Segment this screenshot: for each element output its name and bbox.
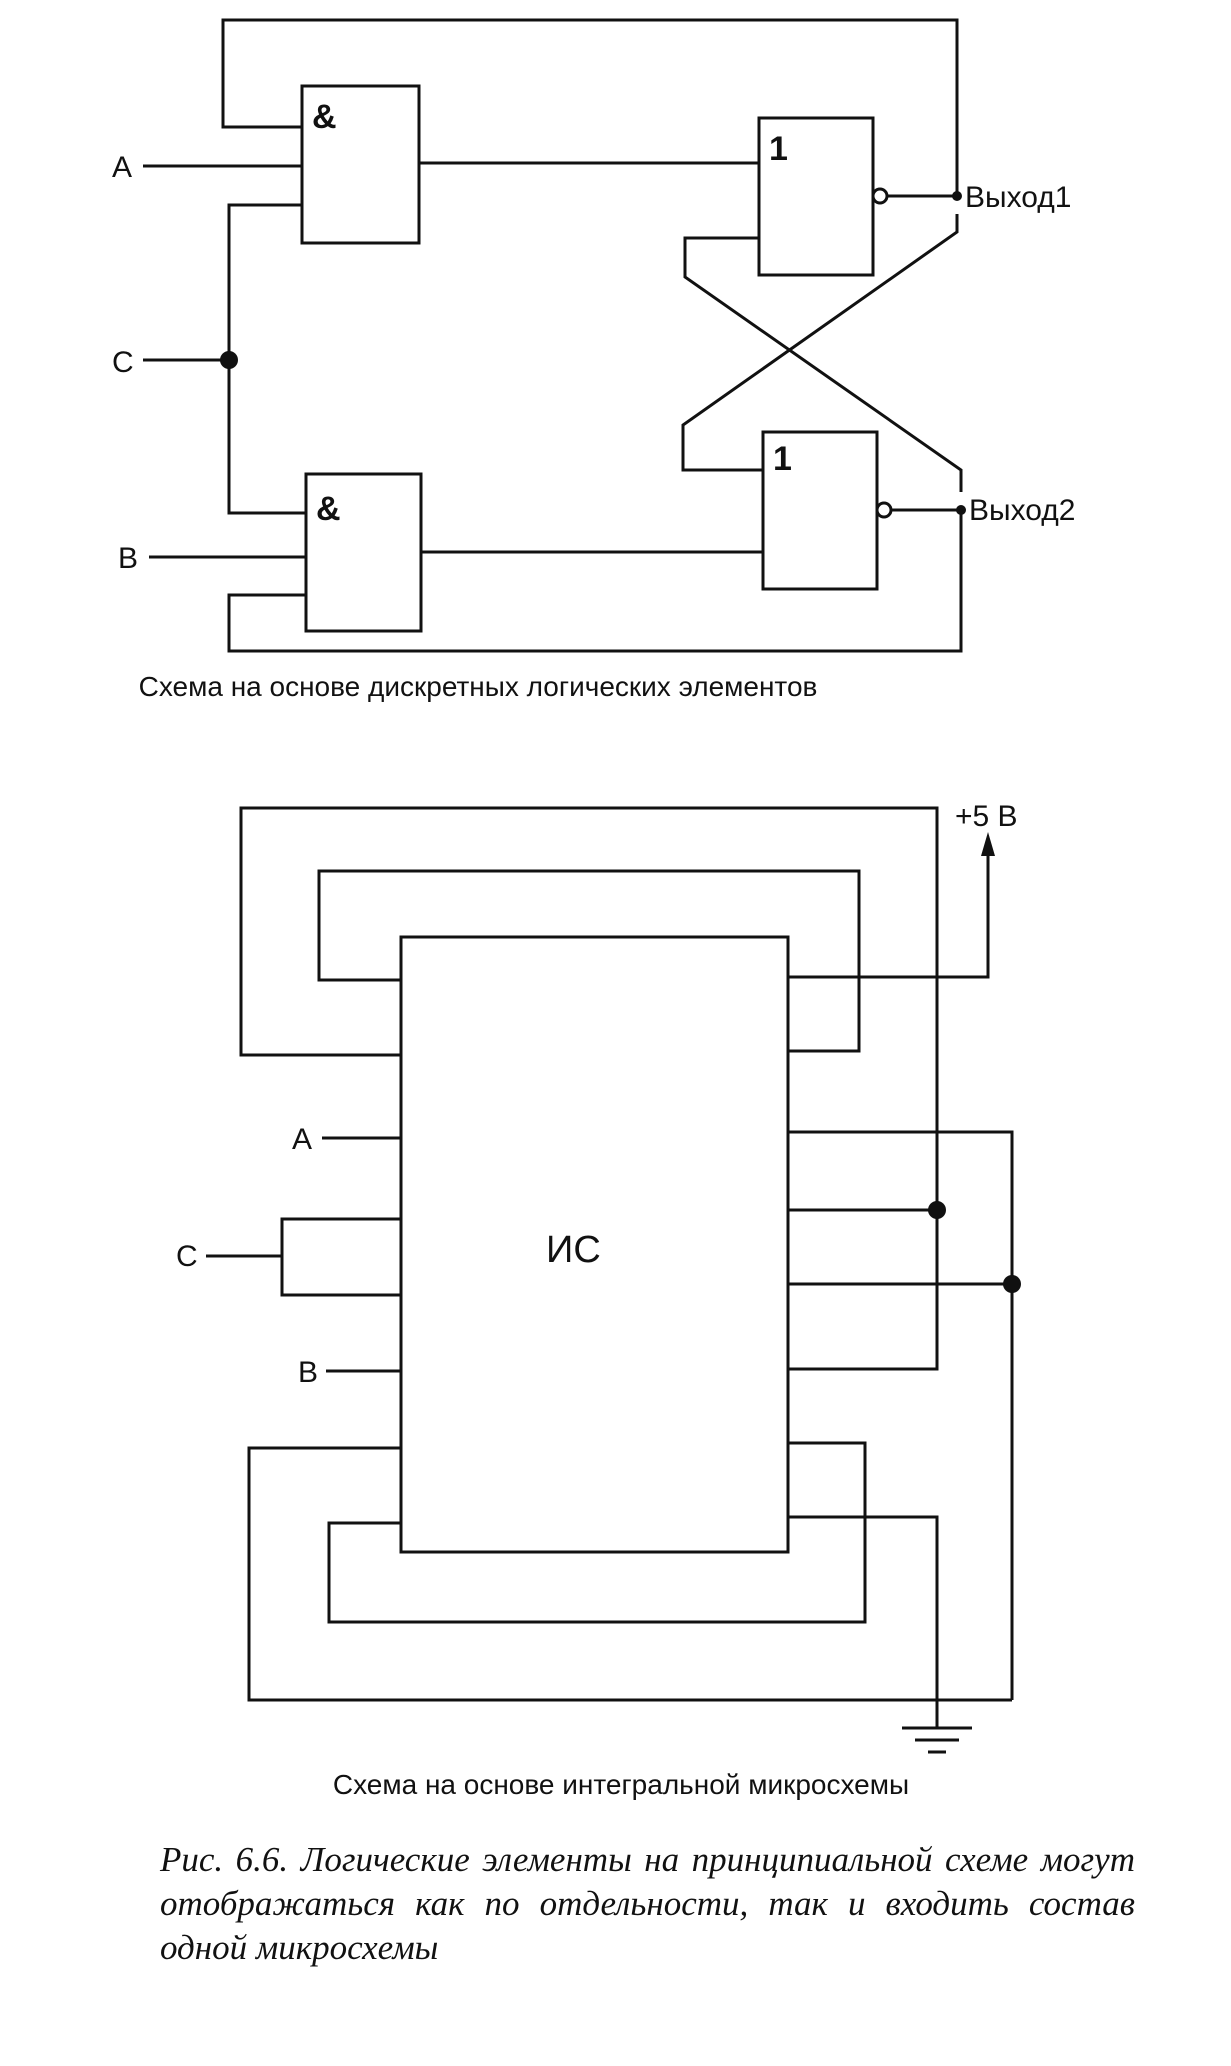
power-arrow-icon: [981, 832, 995, 856]
clock-junction: [220, 351, 238, 369]
nor-gate-top: [757, 116, 875, 277]
output1-label: Выход1: [965, 181, 1071, 214]
outer-bottom-loop-wire: [247, 1446, 1012, 1702]
input-a-label: A: [112, 151, 132, 184]
feedback-bottom-wire: [227, 510, 963, 653]
and-gate-top-label: &: [312, 98, 337, 136]
outer-top-loop-wire: [239, 806, 939, 1212]
ic-chip: [399, 935, 790, 1554]
right-pin-loop-wire: [788, 1210, 939, 1371]
power-label: +5 В: [955, 800, 1018, 833]
cross-wire-out1-to-nor-bottom: [681, 214, 959, 472]
inner-top-loop-wire: [317, 869, 861, 1053]
discrete-circuit-caption: Схема на основе дискретных логических эл…: [139, 671, 818, 702]
ic-circuit: ИС +5 В A C B Схема на основе и: [176, 800, 1021, 1800]
ic-input-b-label: B: [298, 1356, 318, 1389]
ic-circuit-caption: Схема на основе интегральной микросхемы: [333, 1769, 909, 1800]
ic-input-a-label: A: [292, 1123, 312, 1156]
nor-top-inverter-bubble: [871, 187, 889, 205]
feedback-top-wire: [221, 18, 959, 196]
clock-wire: [227, 203, 306, 515]
ic-label: ИС: [546, 1229, 601, 1271]
power-wire: [788, 850, 990, 979]
cross-wire-out2-to-nor-top: [683, 236, 963, 492]
figure-caption: Рис. 6.6. Логические элементы на принцип…: [160, 1840, 1135, 1967]
right-junction-upper: [928, 1201, 946, 1219]
and-gate-bottom: [304, 472, 423, 633]
and-gate-top: [300, 84, 421, 245]
ic-input-c-bracket: [280, 1217, 401, 1297]
ground-wire: [788, 1515, 939, 1728]
input-b-label: B: [118, 542, 138, 575]
right-pin-cross-wire: [788, 1130, 1014, 1700]
nor-gate-top-label: 1: [769, 130, 788, 168]
ic-input-c-label: C: [176, 1240, 198, 1273]
output2-label: Выход2: [969, 494, 1075, 527]
nor-bottom-inverter-bubble: [875, 501, 893, 519]
input-c-label: C: [112, 346, 134, 379]
right-junction-lower: [1003, 1275, 1021, 1293]
discrete-circuit: & & 1 1 A C B Выход1 Выход2: [112, 18, 1075, 702]
and-gate-bottom-label: &: [316, 490, 341, 528]
nor-gate-bottom-label: 1: [773, 440, 792, 478]
inner-bottom-loop-wire: [327, 1441, 867, 1624]
